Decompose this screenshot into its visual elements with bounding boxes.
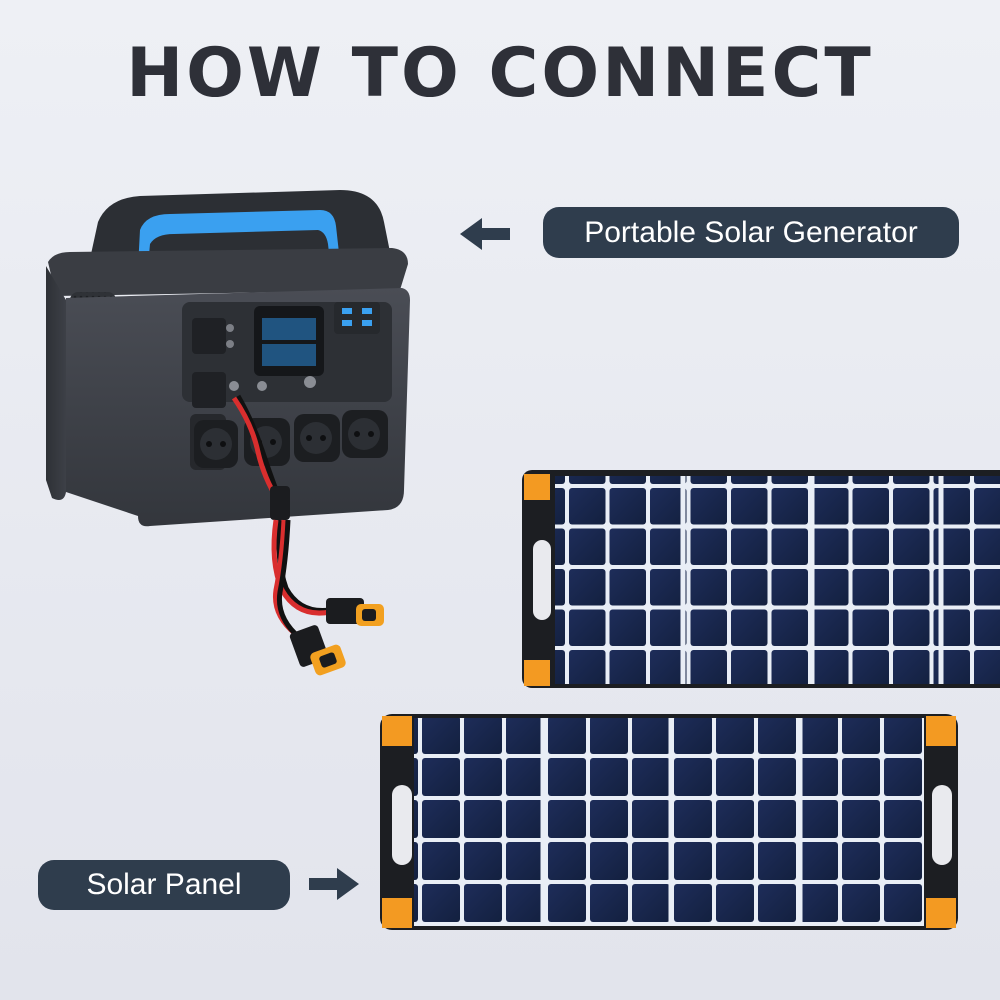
page-title: HOW TO CONNECT [126, 34, 874, 113]
solar-panel-front [380, 714, 958, 930]
generator-label-text: Portable Solar Generator [584, 215, 918, 249]
panel-label-text: Solar Panel [86, 868, 242, 901]
solar-panel-back [522, 470, 1000, 688]
arrow-right-icon [309, 868, 359, 900]
arrow-left-icon [460, 218, 510, 250]
panel-label: Solar Panel [38, 860, 290, 910]
generator-label: Portable Solar Generator [543, 207, 959, 258]
charging-cable [231, 394, 384, 676]
power-station [46, 190, 410, 527]
